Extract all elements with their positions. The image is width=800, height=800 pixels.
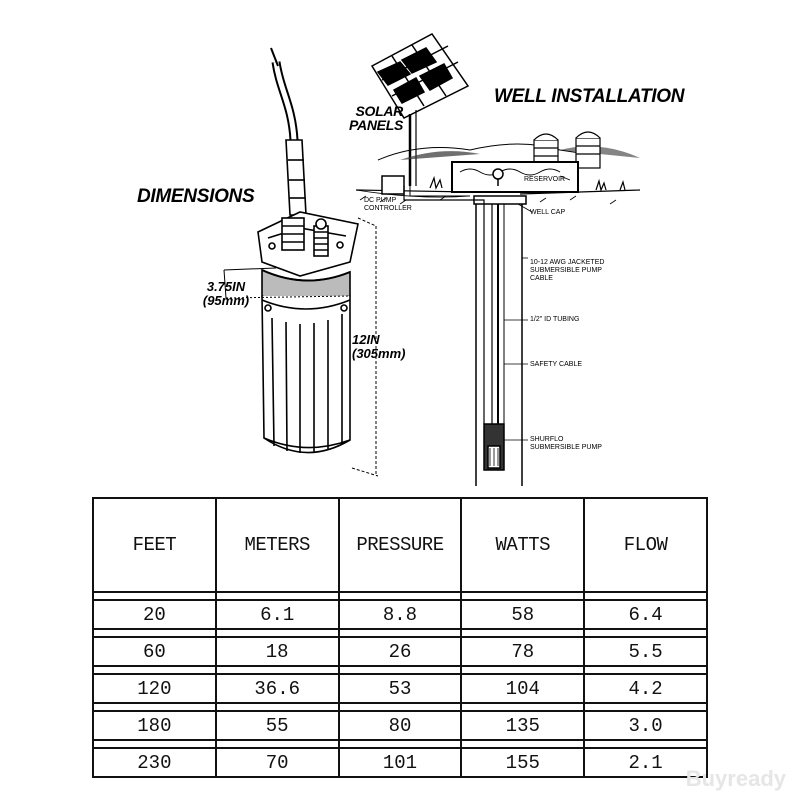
cell-pressure: 80 bbox=[337, 710, 463, 741]
cell-feet: 20 bbox=[92, 599, 217, 630]
solar-label-line2: PANELS bbox=[349, 117, 403, 133]
table-gap bbox=[92, 740, 708, 748]
solar-panels-label: SOLAR PANELS bbox=[343, 104, 403, 132]
table-gap bbox=[92, 629, 708, 637]
reservoir-box bbox=[451, 161, 579, 193]
cell-flow: 2.1 bbox=[583, 747, 708, 778]
cell-watts: 155 bbox=[460, 747, 586, 778]
watermark: Buyready bbox=[685, 766, 786, 791]
solar-panels bbox=[370, 33, 470, 186]
cell-flow: 3.0 bbox=[583, 710, 708, 741]
pump-line2: SUBMERSIBLE PUMP bbox=[530, 444, 602, 451]
callout-leaders bbox=[504, 175, 571, 441]
cell-flow: 4.2 bbox=[583, 673, 708, 704]
height-in: 12IN bbox=[352, 332, 380, 347]
dimensions-heading: DIMENSIONS bbox=[137, 186, 255, 207]
diameter-in: 3.75IN bbox=[206, 279, 246, 294]
header-meters: METERS bbox=[214, 497, 340, 593]
cell-meters: 70 bbox=[214, 747, 340, 778]
cable-line2: SUBMERSIBLE PUMP bbox=[530, 267, 602, 274]
header-pressure: PRESSURE bbox=[337, 497, 463, 593]
cell-pressure: 53 bbox=[337, 673, 463, 704]
well-installation-heading: WELL INSTALLATION bbox=[494, 86, 685, 107]
cell-flow: 5.5 bbox=[583, 636, 708, 667]
cell-feet: 180 bbox=[92, 710, 217, 741]
table-gap bbox=[92, 703, 708, 711]
cell-feet: 60 bbox=[92, 636, 217, 667]
reservoir-label: RESERVOIR bbox=[524, 176, 566, 183]
table-row: 60 18 26 78 5.5 bbox=[92, 636, 708, 667]
cell-meters: 36.6 bbox=[214, 673, 340, 704]
table-row: 120 36.6 53 104 4.2 bbox=[92, 673, 708, 704]
controller-box bbox=[381, 175, 405, 195]
pump-label: SHURflo SUBMERSIBLE PUMP bbox=[530, 436, 602, 452]
table-row: 20 6.1 8.8 58 6.4 bbox=[92, 599, 708, 630]
cell-pressure: 26 bbox=[337, 636, 463, 667]
cell-watts: 135 bbox=[460, 710, 586, 741]
pump-line1: SHURflo bbox=[530, 436, 564, 443]
height-mm: (305mm) bbox=[352, 346, 406, 361]
cable-label: 10-12 AWG JACKETED SUBMERSIBLE PUMP CABL… bbox=[530, 259, 604, 283]
height-label: 12IN (305mm) bbox=[352, 333, 405, 361]
table-header-row: FEET METERS PRESSURE WATTS FLOW bbox=[92, 497, 708, 593]
header-flow: FLOW bbox=[583, 497, 708, 593]
cell-feet: 230 bbox=[92, 747, 217, 778]
cell-feet: 120 bbox=[92, 673, 217, 704]
cell-watts: 104 bbox=[460, 673, 586, 704]
solar-label-line1: SOLAR bbox=[355, 103, 403, 119]
installation-diagram bbox=[223, 33, 641, 486]
table-row: 230 70 101 155 2.1 bbox=[92, 747, 708, 778]
safety-cable-label: SAFETY CABLE bbox=[530, 361, 583, 368]
cell-meters: 18 bbox=[214, 636, 340, 667]
cell-meters: 6.1 bbox=[214, 599, 340, 630]
controller-line2: CONTROLLER bbox=[364, 205, 412, 212]
header-watts: WATTS bbox=[460, 497, 586, 593]
diameter-label: 3.75IN (95mm) bbox=[196, 280, 256, 308]
dimension-lines bbox=[223, 217, 379, 477]
performance-table: FEET METERS PRESSURE WATTS FLOW 20 6.1 8… bbox=[92, 497, 708, 778]
table-row: 180 55 80 135 3.0 bbox=[92, 710, 708, 741]
tubing-label: 1/2" ID TUBING bbox=[530, 316, 580, 323]
well-cap-label: WELL CAP bbox=[530, 209, 566, 216]
cell-watts: 78 bbox=[460, 636, 586, 667]
controller-line1: DC PUMP bbox=[364, 197, 397, 204]
controller-label: DC PUMP CONTROLLER bbox=[364, 197, 412, 213]
cell-watts: 58 bbox=[460, 599, 586, 630]
cell-flow: 6.4 bbox=[583, 599, 708, 630]
well-shaft bbox=[403, 168, 527, 486]
cell-pressure: 8.8 bbox=[337, 599, 463, 630]
cell-pressure: 101 bbox=[337, 747, 463, 778]
table-gap bbox=[92, 592, 708, 600]
cell-meters: 55 bbox=[214, 710, 340, 741]
diameter-mm: (95mm) bbox=[202, 293, 250, 308]
header-feet: FEET bbox=[92, 497, 217, 593]
pump-illustration bbox=[257, 47, 359, 454]
cable-line3: CABLE bbox=[530, 275, 553, 282]
table-gap bbox=[92, 666, 708, 674]
cable-line1: 10-12 AWG JACKETED bbox=[530, 259, 605, 266]
